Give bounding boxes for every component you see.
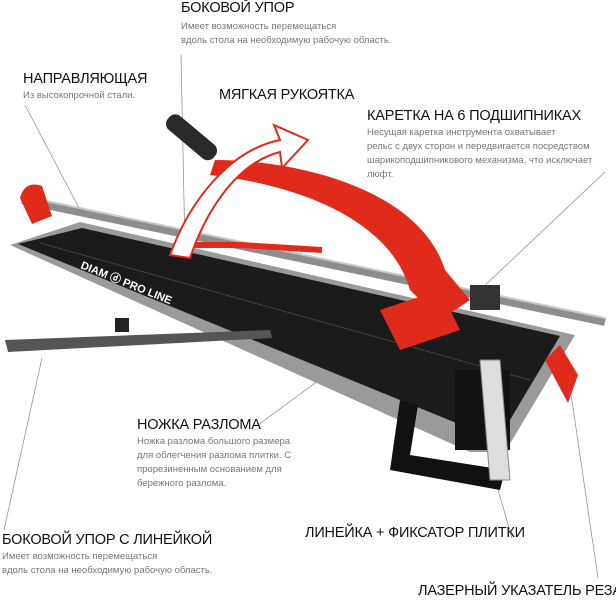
leader-lines	[3, 54, 606, 579]
callout-title: ЛИНЕЙКА + ФИКСАТОР ПЛИТКИ	[305, 525, 525, 541]
callout-text: шарикоподшипникового механизма, что искл…	[367, 155, 593, 166]
callout-title: ЛАЗЕРНЫЙ УКАЗАТЕЛЬ РЕЗА	[418, 583, 616, 599]
callout-text: Несущая каретка инструмента охватывает	[367, 127, 556, 138]
callout-soft-handle: МЯГКАЯ РУКОЯТКА	[219, 87, 354, 103]
callout-break-foot: НОЖКА РАЗЛОМА Ножка разлома большого раз…	[137, 417, 291, 491]
callout-laser-pointer: ЛАЗЕРНЫЙ УКАЗАТЕЛЬ РЕЗА	[418, 583, 616, 599]
callout-text: рельс с двух сторон и передвигается поср…	[367, 141, 590, 152]
side-ruler	[5, 318, 272, 352]
callout-text: Из высокопрочной стали.	[23, 90, 136, 101]
callout-guide-rail: НАПРАВЛЯЮЩАЯ Из высокопрочной стали.	[23, 71, 147, 103]
callout-text: вдоль стола на необходимую рабочую облас…	[2, 565, 213, 576]
callout-text: бережного разлома.	[137, 478, 227, 489]
callout-carriage: КАРЕТКА НА 6 ПОДШИПНИКАХ Несущая каретка…	[367, 108, 592, 182]
callout-text: прорезиненным основанием для	[137, 464, 282, 475]
callout-title: МЯГКАЯ РУКОЯТКА	[219, 87, 355, 103]
callout-text: люфт.	[367, 169, 394, 180]
callout-text: вдоль стола на необходимую рабочую облас…	[181, 35, 392, 46]
callout-text: Имеет возможность перемещаться	[2, 551, 158, 562]
callout-title: БОКОВОЙ УПОР	[181, 0, 295, 16]
lift-arrow-icon	[168, 123, 310, 260]
callout-text: Имеет возможность перемещаться	[181, 21, 337, 32]
callout-side-stop-ruler: БОКОВОЙ УПОР С ЛИНЕЙКОЙ Имеет возможност…	[2, 532, 212, 578]
guide-rail	[20, 184, 606, 403]
callout-side-stop: БОКОВОЙ УПОР Имеет возможность перемещат…	[181, 0, 391, 48]
callout-ruler-tile-lock: ЛИНЕЙКА + ФИКСАТОР ПЛИТКИ	[305, 525, 525, 541]
front-ruler	[479, 359, 511, 481]
callout-title: НАПРАВЛЯЮЩАЯ	[23, 71, 148, 87]
callout-title: КАРЕТКА НА 6 ПОДШИПНИКАХ	[367, 108, 581, 124]
cutter-board	[10, 222, 575, 452]
callout-text: для облегчения разлома плитки. С	[137, 450, 292, 461]
callout-title: БОКОВОЙ УПОР С ЛИНЕЙКОЙ	[2, 532, 213, 548]
callout-text: Ножка разлома большого размера	[137, 436, 291, 447]
callout-title: НОЖКА РАЗЛОМА	[137, 417, 261, 433]
